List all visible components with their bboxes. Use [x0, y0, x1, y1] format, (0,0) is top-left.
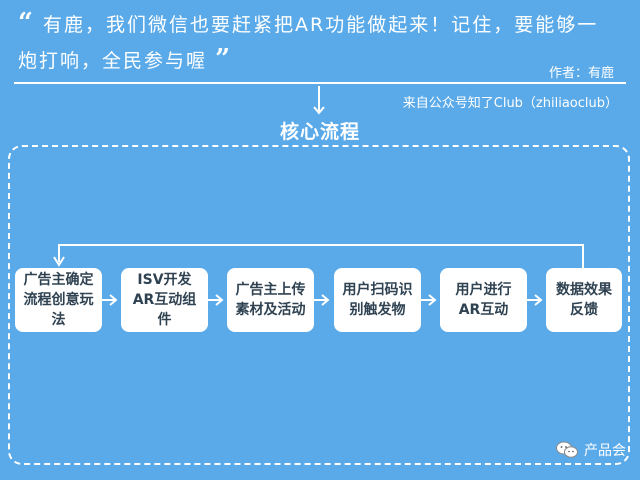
close-quote-mark: ” — [215, 44, 233, 74]
author-credit: 作者：有鹿 — [548, 66, 614, 81]
quote: “ 有鹿，我们微信也要赶紧把AR功能做起来！记住，要能够一炮打响，全民参与喔 ” — [18, 6, 618, 78]
step-arrow-3 — [314, 294, 330, 306]
source-credit: 来自公众号知了Club（zhiliaoclub） — [402, 96, 618, 111]
feedback-loop-line — [58, 244, 584, 268]
step-arrow-1 — [102, 294, 118, 306]
open-quote-mark: “ — [18, 8, 35, 38]
step-box-4: 用户扫码识别触发物 — [334, 268, 421, 332]
section-title: 核心流程 — [279, 121, 360, 143]
step-label-5: 用户进行AR互动 — [455, 282, 512, 318]
step-label-2: ISV开发AR互动组件 — [132, 272, 197, 328]
step-arrow-2 — [208, 294, 224, 306]
step-label-6: 数据效果反馈 — [556, 282, 612, 318]
quote-text: 有鹿，我们微信也要赶紧把AR功能做起来！记住，要能够一炮打响，全民参与喔 — [18, 14, 599, 72]
step-arrow-4 — [421, 294, 437, 306]
step-box-3: 广告主上传素材及活动 — [227, 268, 314, 332]
step-box-5: 用户进行AR互动 — [440, 268, 527, 332]
step-box-6: 数据效果反馈 — [546, 268, 622, 332]
wechat-bubbles-icon — [556, 441, 578, 458]
step-label-1: 广告主确定流程创意玩法 — [23, 272, 94, 328]
watermark-text: 产品会 — [584, 443, 626, 459]
step-arrow-5 — [527, 294, 543, 306]
down-arrow-icon — [313, 86, 325, 115]
step-label-3: 广告主上传素材及活动 — [235, 282, 306, 318]
divider — [14, 82, 626, 84]
watermark: 产品会 — [556, 440, 626, 460]
feedback-loop-arrowhead — [53, 256, 65, 267]
flow-frame — [8, 145, 630, 465]
step-box-2: ISV开发AR互动组件 — [121, 268, 208, 332]
step-box-1: 广告主确定流程创意玩法 — [15, 268, 102, 332]
step-label-4: 用户扫码识别触发物 — [342, 282, 413, 318]
